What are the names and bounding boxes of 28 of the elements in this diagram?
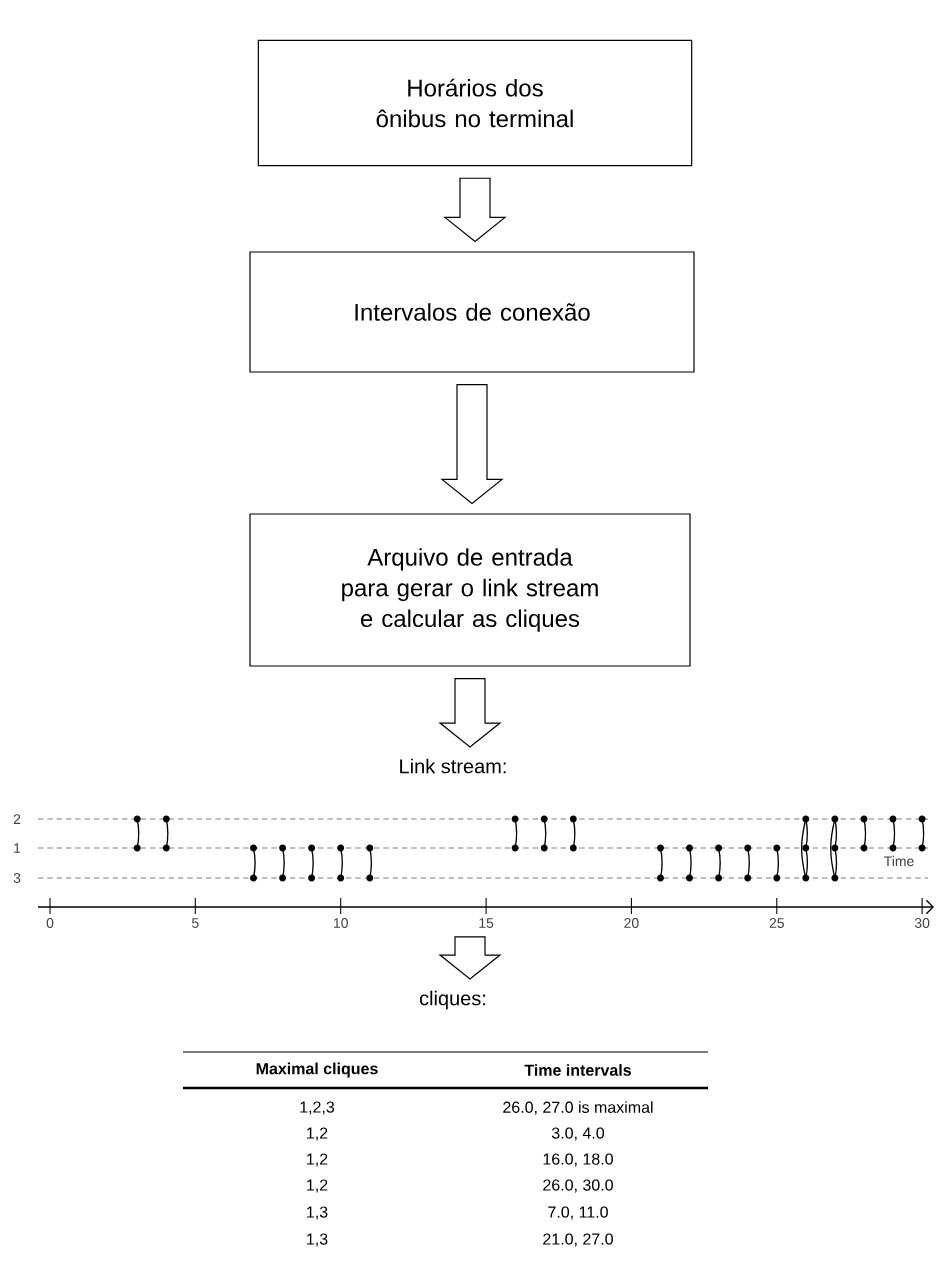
row-label: 2 — [13, 814, 21, 824]
block-arrow — [438, 936, 502, 980]
table-cell: 3.0, 4.0 — [551, 1127, 605, 1141]
caption-text: Link stream: — [400, 758, 506, 774]
caption-text: cliques: — [419, 990, 486, 1010]
row-label: 3 — [13, 873, 21, 883]
process-box: Intervalos de conexão — [249, 251, 695, 373]
table-cell: 1,2 — [307, 1127, 328, 1141]
table-cell: 1,2 — [307, 1153, 328, 1167]
axis-label: Time — [884, 855, 914, 867]
table-cell: 21.0, 27.0 — [543, 1233, 613, 1247]
column-header: Time intervals — [524, 1064, 631, 1076]
link-stream-drawing — [37, 815, 934, 915]
table-cell: 7.0, 11.0 — [548, 1206, 608, 1220]
table-cell: 1,2 — [307, 1179, 328, 1193]
block-arrow — [440, 384, 504, 505]
table-cell: 1,3 — [307, 1233, 328, 1247]
process-box: Horários dos ônibus no terminal — [257, 39, 693, 167]
table-cell: 16.0, 18.0 — [543, 1153, 613, 1167]
column-header: Maximal cliques — [256, 1062, 378, 1078]
block-arrow — [443, 177, 507, 243]
table-cell: 26.0, 27.0 is maximal — [503, 1101, 653, 1115]
row-label: 1 — [14, 843, 21, 853]
table-cell: 1,3 — [307, 1206, 328, 1220]
block-arrow — [438, 678, 502, 748]
table-cell: 26.0, 30.0 — [543, 1179, 613, 1193]
process-box: Arquivo de entrada para gerar o link stream e calcular as cliques — [249, 513, 691, 667]
table-cell: 1,2,3 — [300, 1101, 335, 1115]
